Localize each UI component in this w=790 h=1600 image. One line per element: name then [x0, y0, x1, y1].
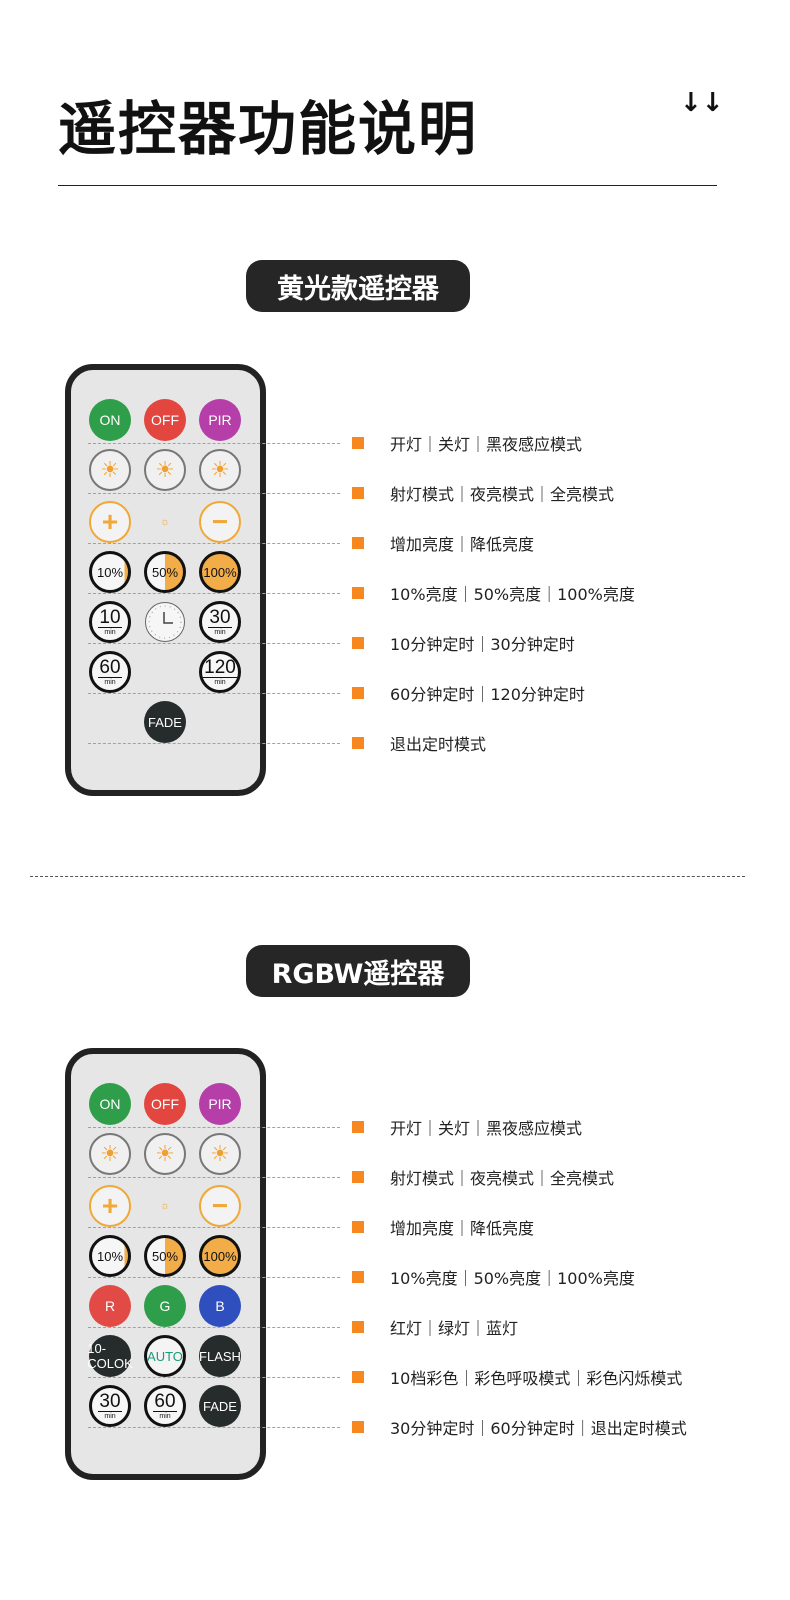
fade-button[interactable]: FADE	[144, 701, 186, 743]
timer-unit: min	[214, 679, 226, 686]
bullet-square-icon	[352, 737, 364, 749]
down-arrows-icon: ↓↓	[680, 88, 724, 118]
clock-icon	[145, 602, 185, 642]
pir-button[interactable]: PIR	[199, 399, 241, 441]
timer-unit: min	[104, 679, 116, 686]
decrease-brightness-button[interactable]: −	[199, 501, 241, 543]
function-label: 10%亮度｜50%亮度｜100%亮度	[390, 585, 635, 604]
function-label: 增加亮度｜降低亮度	[390, 535, 535, 554]
timer-unit: min	[104, 629, 116, 636]
leader-line	[88, 1277, 340, 1278]
leader-line	[88, 493, 340, 494]
leader-line	[88, 693, 340, 694]
night-mode-icon[interactable]: ☀	[144, 449, 186, 491]
increase-brightness-button[interactable]: +	[89, 501, 131, 543]
function-label: 退出定时模式	[390, 735, 487, 754]
function-label: 10分钟定时｜30分钟定时	[390, 635, 575, 654]
decrease-brightness-button[interactable]: −	[199, 1185, 241, 1227]
leader-line	[88, 1327, 340, 1328]
bullet-square-icon	[352, 1421, 364, 1433]
function-label: 红灯｜绿灯｜蓝灯	[390, 1319, 519, 1338]
timer-unit: min	[214, 629, 226, 636]
timer-value: 30	[98, 1391, 122, 1412]
night-mode-icon[interactable]: ☀	[144, 1133, 186, 1175]
timer-value: 10	[98, 607, 122, 628]
function-label: 增加亮度｜降低亮度	[390, 1219, 535, 1238]
off-button[interactable]: OFF	[144, 399, 186, 441]
function-label: 10档彩色｜彩色呼吸模式｜彩色闪烁模式	[390, 1369, 683, 1388]
timer-value: 60	[153, 1391, 177, 1412]
function-label: 30分钟定时｜60分钟定时｜退出定时模式	[390, 1419, 687, 1438]
bullet-square-icon	[352, 537, 364, 549]
leader-line	[88, 1427, 340, 1428]
function-label: 开灯｜关灯｜黑夜感应模式	[390, 435, 583, 454]
full-bright-mode-icon[interactable]: ☀	[199, 1133, 241, 1175]
section-title-rgbw: RGBW遥控器	[246, 945, 470, 997]
timer-unit: min	[104, 1413, 116, 1420]
fade-button[interactable]: FADE	[199, 1385, 241, 1427]
function-label: 开灯｜关灯｜黑夜感应模式	[390, 1119, 583, 1138]
on-button[interactable]: ON	[89, 1083, 131, 1125]
bullet-square-icon	[352, 1371, 364, 1383]
function-label: 10%亮度｜50%亮度｜100%亮度	[390, 1269, 635, 1288]
leader-line	[88, 543, 340, 544]
timer-value: 30	[208, 607, 232, 628]
bullet-square-icon	[352, 1221, 364, 1233]
pir-button[interactable]: PIR	[199, 1083, 241, 1125]
increase-brightness-button[interactable]: +	[89, 1185, 131, 1227]
bullet-square-icon	[352, 637, 364, 649]
function-label: 射灯模式｜夜亮模式｜全亮模式	[390, 485, 615, 504]
leader-line	[88, 1227, 340, 1228]
function-label: 60分钟定时｜120分钟定时	[390, 685, 585, 704]
b-button[interactable]: B	[199, 1285, 241, 1327]
50--button[interactable]: 50%	[144, 551, 186, 593]
leader-line	[88, 1377, 340, 1378]
title-divider	[58, 185, 717, 186]
leader-line	[88, 593, 340, 594]
on-button[interactable]: ON	[89, 399, 131, 441]
page-title: 遥控器功能说明	[58, 95, 479, 163]
auto-button[interactable]: AUTO	[144, 1335, 186, 1377]
bullet-square-icon	[352, 487, 364, 499]
50--button[interactable]: 50%	[144, 1235, 186, 1277]
bullet-square-icon	[352, 1271, 364, 1283]
flash-button[interactable]: FLASH	[199, 1335, 241, 1377]
full-bright-mode-icon[interactable]: ☀	[199, 449, 241, 491]
bullet-square-icon	[352, 1171, 364, 1183]
spotlight-mode-icon[interactable]: ☀	[89, 449, 131, 491]
brightness-icon: ☼	[159, 1199, 171, 1212]
g-button[interactable]: G	[144, 1285, 186, 1327]
100--button[interactable]: 100%	[199, 551, 241, 593]
timer-unit: min	[159, 1413, 171, 1420]
timer-value: 60	[98, 657, 122, 678]
10--button[interactable]: 10%	[89, 551, 131, 593]
spotlight-mode-icon[interactable]: ☀	[89, 1133, 131, 1175]
bullet-square-icon	[352, 1121, 364, 1133]
brightness-icon: ☼	[159, 515, 171, 528]
leader-line	[88, 643, 340, 644]
bullet-square-icon	[352, 587, 364, 599]
bullet-square-icon	[352, 687, 364, 699]
section-divider	[30, 876, 745, 877]
bullet-square-icon	[352, 1321, 364, 1333]
off-button[interactable]: OFF	[144, 1083, 186, 1125]
r-button[interactable]: R	[89, 1285, 131, 1327]
10--button[interactable]: 10%	[89, 1235, 131, 1277]
100--button[interactable]: 100%	[199, 1235, 241, 1277]
leader-line	[88, 1177, 340, 1178]
section-title-yellow: 黄光款遥控器	[246, 260, 470, 312]
leader-line	[88, 743, 340, 744]
function-label: 射灯模式｜夜亮模式｜全亮模式	[390, 1169, 615, 1188]
leader-line	[88, 443, 340, 444]
timer-value: 120	[203, 657, 237, 678]
10-colok-button[interactable]: 10-COLOK	[87, 1335, 133, 1377]
leader-line	[88, 1127, 340, 1128]
bullet-square-icon	[352, 437, 364, 449]
